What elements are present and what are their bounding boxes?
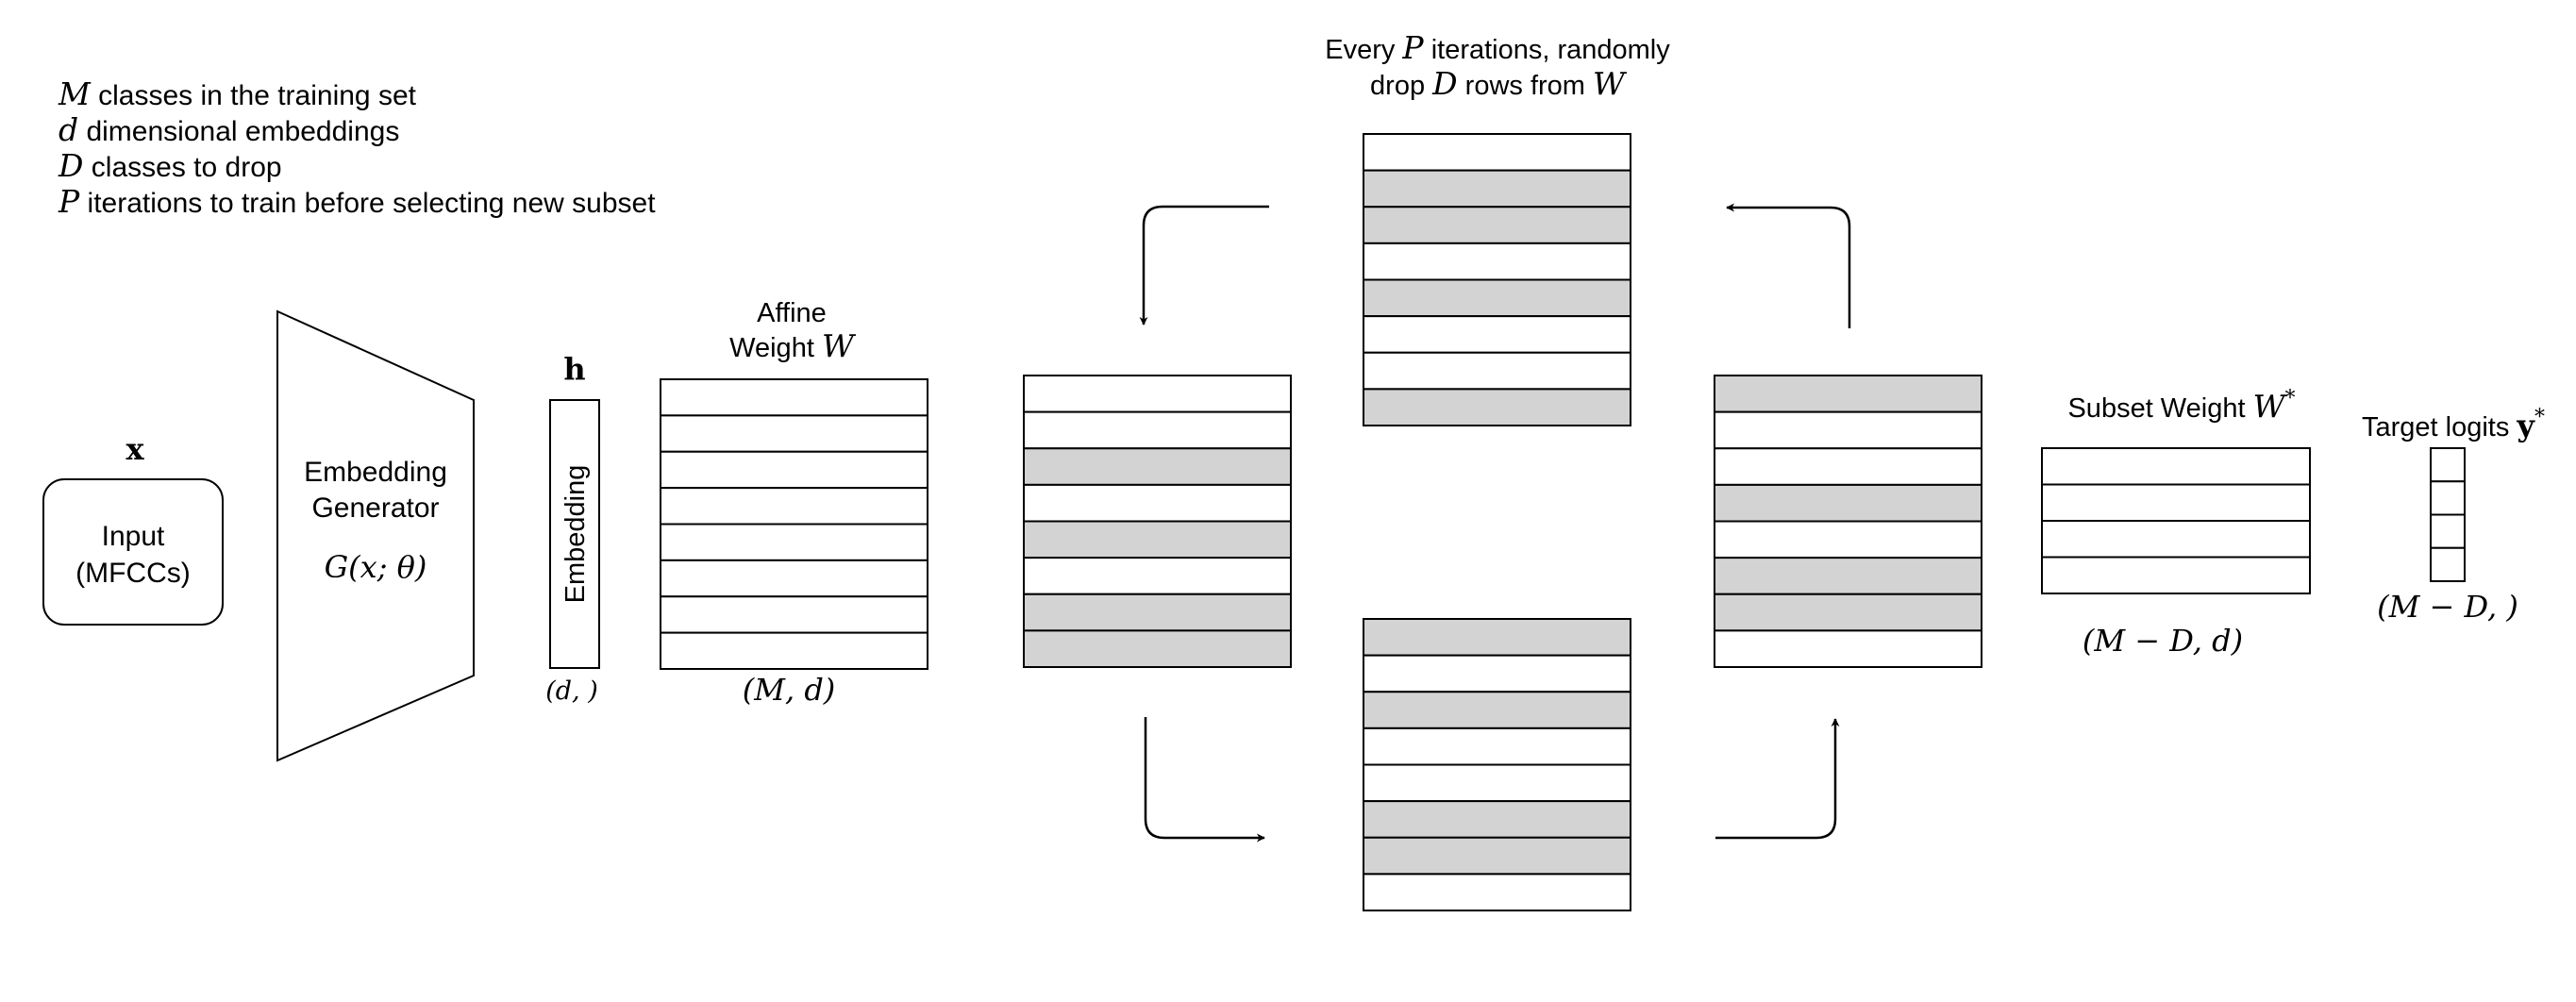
dropped-row xyxy=(1714,483,1982,523)
matrix-row xyxy=(1363,315,1631,354)
matrix-row xyxy=(2041,556,2311,594)
affine-shape: (M, d) xyxy=(743,672,836,708)
input-symbol: x xyxy=(125,431,144,467)
dropped-row xyxy=(1363,278,1631,318)
matrix-row xyxy=(1363,242,1631,281)
cycle-matrix-right xyxy=(1714,375,1982,668)
legend-item-d: d dimensional embeddings xyxy=(59,111,400,148)
matrix-row xyxy=(1714,629,1982,668)
matrix-row xyxy=(1363,351,1631,391)
matrix-row xyxy=(2430,546,2466,582)
matrix-row xyxy=(1714,447,1982,486)
dropped-row xyxy=(1363,836,1631,876)
drop-note-line1: Every P iterations, randomly xyxy=(1325,29,1670,66)
target-label: Target logits y* xyxy=(2362,406,2545,443)
dropped-row xyxy=(1363,618,1631,657)
input-label-line2: (MFCCs) xyxy=(75,558,191,589)
matrix-row xyxy=(1714,410,1982,450)
affine-label-line2: Weight W xyxy=(729,327,857,364)
cycle-arrow-top-left xyxy=(1139,205,1269,326)
matrix-row xyxy=(1023,410,1292,450)
legend-item-D: D classes to drop xyxy=(59,147,282,184)
matrix-row xyxy=(1363,654,1631,693)
embedding-generator-shape xyxy=(276,309,475,762)
matrix-row xyxy=(1714,520,1982,559)
generator-label-line2: Generator xyxy=(311,493,439,524)
embedding-vector xyxy=(549,399,600,669)
matrix-row xyxy=(660,523,928,561)
legend-item-P: P iterations to train before selecting n… xyxy=(59,183,656,220)
matrix-row xyxy=(1023,557,1292,595)
subset-label: Subset Weight W* xyxy=(2067,387,2295,425)
dropped-row xyxy=(1363,206,1631,244)
embedding-label: Embedding xyxy=(560,465,591,604)
cycle-arrow-bottom-right xyxy=(1715,718,1840,840)
generator-label-line1: Embedding xyxy=(304,457,447,488)
dropped-row xyxy=(1023,629,1292,668)
dropped-row xyxy=(1363,800,1631,839)
matrix-row xyxy=(1363,763,1631,803)
matrix-row xyxy=(2430,480,2466,516)
subset-shape: (M − D, d) xyxy=(2083,623,2243,659)
input-label-line1: Input xyxy=(102,521,165,552)
matrix-row xyxy=(660,487,928,526)
dropped-row xyxy=(1023,447,1292,486)
subset-weight-matrix xyxy=(2041,447,2311,594)
dropped-row xyxy=(1714,557,1982,595)
dropped-row xyxy=(1023,520,1292,559)
matrix-row xyxy=(2041,447,2311,486)
target-logits-vector xyxy=(2430,447,2466,582)
matrix-row xyxy=(660,450,928,490)
matrix-row xyxy=(660,414,928,453)
legend: M classes in the training set d dimensio… xyxy=(59,77,656,221)
cycle-arrow-bottom-left xyxy=(1144,717,1265,843)
matrix-row xyxy=(1363,133,1631,172)
target-shape: (M − D, ) xyxy=(2377,589,2518,625)
legend-item-M: M classes in the training set xyxy=(59,75,416,112)
cycle-arrow-top-right xyxy=(1726,203,1851,328)
cycle-matrix-bottom xyxy=(1363,618,1631,911)
embedding-shape: (d, ) xyxy=(545,676,598,706)
dropped-row xyxy=(1363,388,1631,426)
dropped-row xyxy=(1714,375,1982,413)
matrix-row xyxy=(1363,873,1631,911)
matrix-row xyxy=(660,631,928,670)
cycle-matrix-top xyxy=(1363,133,1631,426)
matrix-row xyxy=(660,378,928,417)
dropped-row xyxy=(1714,593,1982,632)
embedding-symbol: h xyxy=(563,351,585,387)
matrix-row xyxy=(2430,447,2466,483)
matrix-row xyxy=(2430,513,2466,549)
affine-weight-matrix xyxy=(660,378,928,670)
drop-note-line2: drop D rows from W xyxy=(1370,65,1628,102)
matrix-row xyxy=(2041,520,2311,559)
input-box xyxy=(42,478,224,626)
matrix-row xyxy=(660,595,928,634)
dropped-row xyxy=(1023,593,1292,632)
matrix-row xyxy=(1023,483,1292,523)
dropped-row xyxy=(1363,691,1631,729)
matrix-row xyxy=(1023,375,1292,413)
dropped-row xyxy=(1363,169,1631,209)
matrix-row xyxy=(1363,726,1631,766)
matrix-row xyxy=(660,559,928,598)
matrix-row xyxy=(2041,483,2311,522)
affine-label-line1: Affine xyxy=(757,298,827,328)
generator-formula: G(x; θ) xyxy=(325,549,427,585)
cycle-matrix-left xyxy=(1023,375,1292,668)
